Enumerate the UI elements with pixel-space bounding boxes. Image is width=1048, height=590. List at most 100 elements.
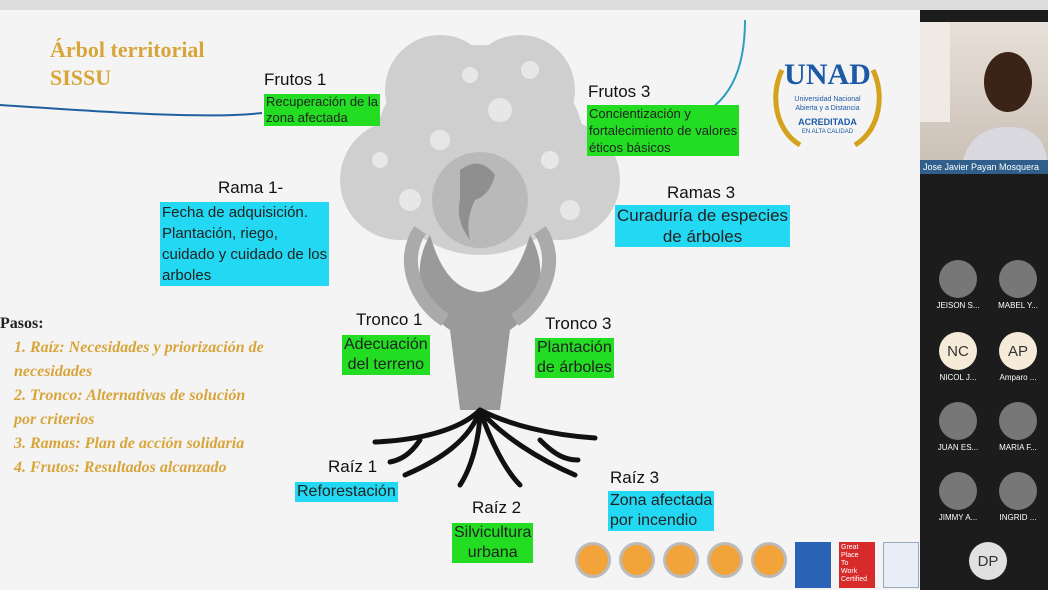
ramas3-line1: Curaduría de especies bbox=[617, 206, 789, 225]
raiz2-label: Raíz 2 bbox=[472, 498, 522, 517]
participant-tile[interactable]: AP Amparo ... bbox=[988, 332, 1048, 382]
speaker-person-icon bbox=[920, 22, 1048, 174]
rama1-line3: cuidado y cuidado de los bbox=[162, 246, 328, 263]
participant-name: INGRID ... bbox=[999, 513, 1037, 522]
paso-3: 3. Ramas: Plan de acción solidaria bbox=[14, 435, 245, 452]
rama1-label: Rama 1- bbox=[218, 178, 284, 197]
great-place-badge: Great Place To Work Certified bbox=[839, 542, 875, 588]
unad-line1: Universidad Nacional bbox=[794, 96, 861, 103]
frutos1-line1: Recuperación de la bbox=[266, 94, 379, 109]
tronco3-label: Tronco 3 bbox=[545, 314, 612, 333]
participant-avatar bbox=[999, 402, 1037, 440]
speaker-name: Jose Javier Payan Mosquera bbox=[920, 160, 1048, 174]
raiz3-label: Raíz 3 bbox=[610, 468, 660, 487]
unad-acred2: EN ALTA CALIDAD bbox=[801, 129, 854, 135]
frutos1-label: Frutos 1 bbox=[264, 70, 327, 89]
cert-badge-icon bbox=[619, 542, 655, 578]
slide-title-line2: SISSU bbox=[50, 65, 112, 90]
participant-avatar: DP bbox=[969, 542, 1007, 580]
tronco3-line1: Plantación bbox=[537, 339, 612, 356]
participant-name: JUAN ES... bbox=[937, 443, 979, 452]
tronco3-text: Plantación de árboles bbox=[535, 338, 614, 378]
participant-tile[interactable]: DP bbox=[958, 542, 1018, 580]
participant-tile[interactable]: JUAN ES... bbox=[928, 402, 988, 452]
participant-name: MABEL Y... bbox=[998, 301, 1038, 310]
raiz3-line2: por incendio bbox=[610, 512, 698, 529]
frutos3-line2: fortalecimiento de valores bbox=[589, 123, 738, 138]
participant-avatar bbox=[999, 260, 1037, 298]
top-bar bbox=[0, 0, 1048, 10]
ramas3-label: Ramas 3 bbox=[667, 183, 736, 202]
certification-badges: Great Place To Work Certified bbox=[575, 542, 919, 588]
tronco3-line2: de árboles bbox=[537, 359, 612, 376]
rama1-line1: Fecha de adquisición. bbox=[162, 204, 308, 221]
frutos3-label: Frutos 3 bbox=[588, 82, 651, 101]
tronco1-text: Adecuación del terreno bbox=[342, 335, 430, 375]
rama1-line4: arboles bbox=[162, 267, 212, 284]
paso-2: 2. Tronco: Alternativas de solución bbox=[14, 387, 246, 404]
participant-tile[interactable]: INGRID ... bbox=[988, 472, 1048, 522]
raiz2-line2: urbana bbox=[467, 544, 518, 561]
participant-tile[interactable]: MABEL Y... bbox=[988, 260, 1048, 310]
paso-1-cont: necesidades bbox=[14, 363, 93, 380]
tronco1-line2: del terreno bbox=[347, 356, 425, 373]
tree-illustration bbox=[340, 35, 620, 488]
speaker-video[interactable]: Jose Javier Payan Mosquera bbox=[920, 22, 1048, 174]
participant-tile[interactable]: MARIA F... bbox=[988, 402, 1048, 452]
raiz3-line1: Zona afectada bbox=[610, 492, 713, 509]
participant-avatar bbox=[939, 472, 977, 510]
participant-avatar: AP bbox=[999, 332, 1037, 370]
unad-logo: UNAD Universidad Nacional Abierta y a Di… bbox=[770, 50, 885, 155]
ramas3-line2: de árboles bbox=[662, 227, 743, 246]
raiz2-text: Silvicultura urbana bbox=[452, 523, 534, 563]
unad-line2: Abierta y a Distancia bbox=[795, 105, 860, 112]
raiz1-label: Raíz 1 bbox=[328, 457, 378, 476]
participant-name: JIMMY A... bbox=[938, 513, 978, 522]
raiz2-line1: Silvicultura bbox=[454, 524, 532, 541]
paso-2-cont: por criterios bbox=[14, 411, 95, 428]
frutos3-line1: Concientización y bbox=[589, 106, 691, 121]
presentation-slide: Árbol territorial SISSU Frutos 1 Recuper… bbox=[0, 10, 920, 590]
cert-badge-icon bbox=[707, 542, 743, 578]
paso-1: 1. Raíz: Necesidades y priorización de bbox=[14, 339, 264, 356]
rama1-line2: Plantación, riego, bbox=[162, 225, 278, 242]
participant-avatar bbox=[939, 402, 977, 440]
slide-title: Árbol territorial SISSU bbox=[50, 36, 205, 92]
participant-name: NICOL J... bbox=[939, 373, 977, 382]
tronco1-label: Tronco 1 bbox=[356, 310, 423, 329]
participant-tile[interactable]: JIMMY A... bbox=[928, 472, 988, 522]
participant-tile[interactable]: JEISON S... bbox=[928, 260, 988, 310]
tronco1-line1: Adecuación bbox=[344, 336, 428, 353]
unad-brand: UNAD bbox=[784, 58, 871, 91]
frutos3-line3: éticos básicos bbox=[589, 140, 671, 155]
gp-line2: Place bbox=[841, 552, 859, 559]
slide-title-line1: Árbol territorial bbox=[50, 37, 205, 62]
pasos-heading: Pasos: bbox=[0, 315, 44, 332]
ramas3-text: Curaduría de especies de árboles bbox=[615, 205, 791, 247]
rama1-text: Fecha de adquisición. Plantación, riego,… bbox=[160, 202, 330, 286]
participant-name: MARIA F... bbox=[999, 443, 1037, 452]
paso-4: 4. Frutos: Resultados alcanzado bbox=[14, 459, 227, 476]
gp-line5: Certified bbox=[841, 576, 868, 583]
participant-avatar: NC bbox=[939, 332, 977, 370]
cert-badge-icon bbox=[663, 542, 699, 578]
participant-name: JEISON S... bbox=[936, 301, 980, 310]
raiz3-text: Zona afectada por incendio bbox=[608, 491, 715, 531]
gp-line3: To bbox=[841, 560, 849, 567]
participant-name: Amparo ... bbox=[999, 373, 1037, 382]
frutos1-line2: zona afectada bbox=[266, 110, 348, 125]
participant-avatar bbox=[999, 472, 1037, 510]
participant-tile[interactable]: NC NICOL J... bbox=[928, 332, 988, 382]
raiz1-text: Reforestación bbox=[295, 482, 398, 502]
laurel-icon bbox=[773, 68, 882, 148]
gp-line4: Work bbox=[841, 568, 858, 575]
cert-badge-icon bbox=[575, 542, 611, 578]
pasos-list: Pasos: 1. Raíz: Necesidades y priorizaci… bbox=[0, 312, 264, 480]
unad-acred1: ACREDITADA bbox=[798, 117, 857, 127]
frutos1-text: Recuperación de la zona afectada bbox=[264, 94, 381, 126]
gp-line1: Great bbox=[841, 544, 859, 551]
cert-badge-icon bbox=[751, 542, 787, 578]
participant-avatar bbox=[939, 260, 977, 298]
shield-badge-icon bbox=[795, 542, 831, 588]
iso-badge-icon bbox=[883, 542, 919, 588]
